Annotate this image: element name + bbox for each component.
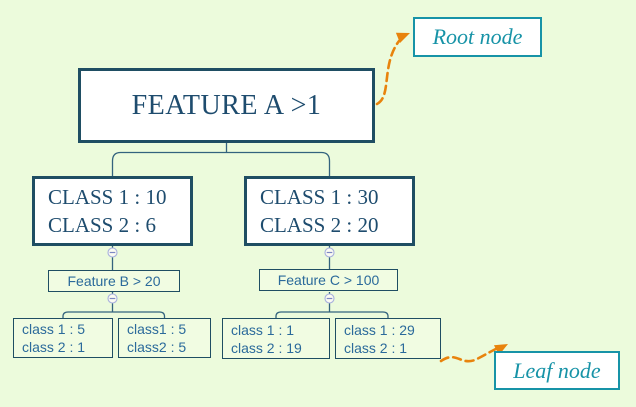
leaf-count-line: class1 : 5 — [127, 321, 187, 337]
split-node-feature-b[interactable]: Feature B > 20 — [48, 270, 180, 292]
class-node-right[interactable]: CLASS 1 : 30 CLASS 2 : 20 — [244, 176, 415, 246]
leaf-node-4[interactable]: class 1 : 29 class 2 : 1 — [335, 318, 441, 359]
leaf-count-line: class 2 : 1 — [344, 339, 408, 356]
leaf-count-line: class 1 : 1 — [231, 321, 295, 338]
leaf-node-1[interactable]: class 1 : 5 class 2 : 1 — [13, 318, 113, 358]
leaf-count-line: class 2 : 1 — [22, 339, 86, 355]
root-node-label: FEATURE A >1 — [131, 89, 322, 121]
split-condition-label: Feature C > 100 — [277, 272, 380, 288]
leaf-node-annotation: Leaf node — [494, 351, 620, 390]
root-annotation-arrow — [375, 32, 410, 106]
class-node-left[interactable]: CLASS 1 : 10 CLASS 2 : 6 — [32, 176, 193, 246]
leaf-node-3[interactable]: class 1 : 1 class 2 : 19 — [222, 318, 330, 359]
class-count-line: CLASS 1 : 10 — [48, 185, 167, 209]
leaf-count-line: class2 : 5 — [127, 339, 187, 355]
root-node-annotation: Root node — [413, 17, 542, 57]
collapse-icon[interactable] — [324, 293, 335, 304]
class-count-line: CLASS 2 : 6 — [48, 213, 156, 237]
root-node[interactable]: FEATURE A >1 — [78, 68, 375, 143]
annotation-label: Root node — [432, 24, 523, 49]
split-condition-label: Feature B > 20 — [67, 273, 161, 289]
leaf-count-line: class 1 : 5 — [22, 321, 86, 337]
class-count-line: CLASS 2 : 20 — [260, 213, 379, 237]
tree-connector — [111, 151, 331, 176]
collapse-icon[interactable] — [107, 247, 118, 258]
leaf-node-2[interactable]: class1 : 5 class2 : 5 — [118, 318, 211, 358]
annotation-label: Leaf node — [513, 357, 601, 383]
collapse-icon[interactable] — [107, 293, 118, 304]
collapse-icon[interactable] — [324, 247, 335, 258]
leaf-count-line: class 2 : 19 — [231, 339, 302, 356]
leaf-count-line: class 1 : 29 — [344, 321, 415, 338]
arrowhead-icon — [395, 32, 410, 43]
class-count-line: CLASS 1 : 30 — [260, 185, 379, 209]
split-node-feature-c[interactable]: Feature C > 100 — [259, 269, 398, 291]
